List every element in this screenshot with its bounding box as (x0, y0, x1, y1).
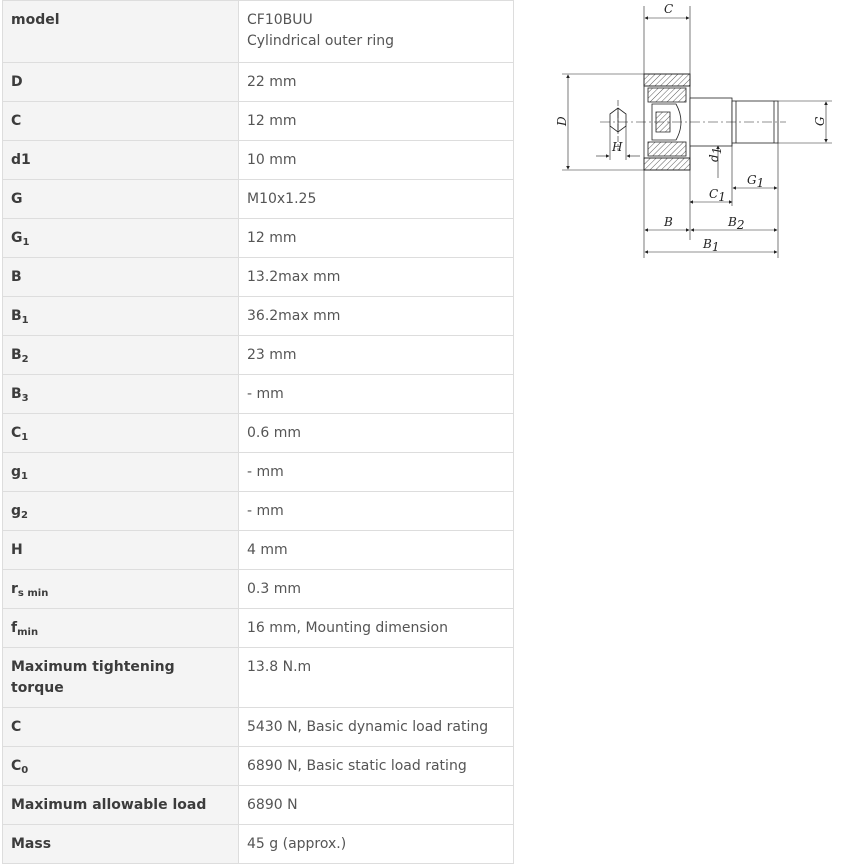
label-g: G (813, 116, 827, 126)
row-value: 36.2max mm (238, 296, 514, 336)
row-key: rs min (2, 569, 239, 609)
row-key: g1 (2, 452, 239, 492)
row-value: 0.3 mm (238, 569, 514, 609)
row-key: fmin (2, 608, 239, 648)
row-value: CF10BUU Cylindrical outer ring (238, 0, 514, 63)
label-b: B (663, 215, 673, 229)
row-key: G (2, 179, 239, 219)
table-row: B3- mm (2, 374, 514, 414)
row-value: 0.6 mm (238, 413, 514, 453)
row-key: Mass (2, 824, 239, 864)
row-key: C (2, 707, 239, 747)
row-value: 6890 N (238, 785, 514, 825)
row-value: 13.2max mm (238, 257, 514, 297)
model-name: CF10BUU (247, 12, 313, 28)
row-value: - mm (238, 491, 514, 531)
row-key: H (2, 530, 239, 570)
label-h: H (611, 140, 623, 154)
row-key: G1 (2, 218, 239, 258)
row-key: B (2, 257, 239, 297)
row-value: M10x1.25 (238, 179, 514, 219)
row-key: C (2, 101, 239, 141)
row-value: 22 mm (238, 62, 514, 102)
row-value: 16 mm, Mounting dimension (238, 608, 514, 648)
label-g1: G1 (747, 173, 764, 190)
label-b1: B1 (702, 237, 719, 254)
table-row: g2- mm (2, 491, 514, 531)
table-row: g1- mm (2, 452, 514, 492)
row-value: 4 mm (238, 530, 514, 570)
row-value: - mm (238, 452, 514, 492)
row-key: D (2, 62, 239, 102)
label-c: C (664, 2, 673, 16)
row-value: 5430 N, Basic dynamic load rating (238, 707, 514, 747)
row-value: 45 g (approx.) (238, 824, 514, 864)
model-description: Cylindrical outer ring (247, 33, 395, 49)
row-value: 13.8 N.m (238, 647, 514, 708)
row-value: 6890 N, Basic static load rating (238, 746, 514, 786)
label-b2: B2 (727, 215, 744, 232)
row-key: d1 (2, 140, 239, 180)
table-row: model CF10BUU Cylindrical outer ring (2, 0, 514, 63)
row-key: C0 (2, 746, 239, 786)
row-key: B3 (2, 374, 239, 414)
cam-follower-drawing: C D G H d1 G1 C1 B B2 B1 (555, 2, 832, 258)
row-value: 23 mm (238, 335, 514, 375)
row-value: - mm (238, 374, 514, 414)
row-key: B2 (2, 335, 239, 375)
row-key: C1 (2, 413, 239, 453)
row-key: Maximum tightening torque (2, 647, 239, 708)
label-d1: d1 (707, 147, 724, 162)
row-value: 12 mm (238, 218, 514, 258)
row-key: Maximum allowable load (2, 785, 239, 825)
row-value: 12 mm (238, 101, 514, 141)
label-d: D (555, 116, 569, 127)
row-key: g2 (2, 491, 239, 531)
row-key: model (2, 0, 239, 63)
label-c1: C1 (709, 187, 726, 204)
row-value: 10 mm (238, 140, 514, 180)
row-key: B1 (2, 296, 239, 336)
